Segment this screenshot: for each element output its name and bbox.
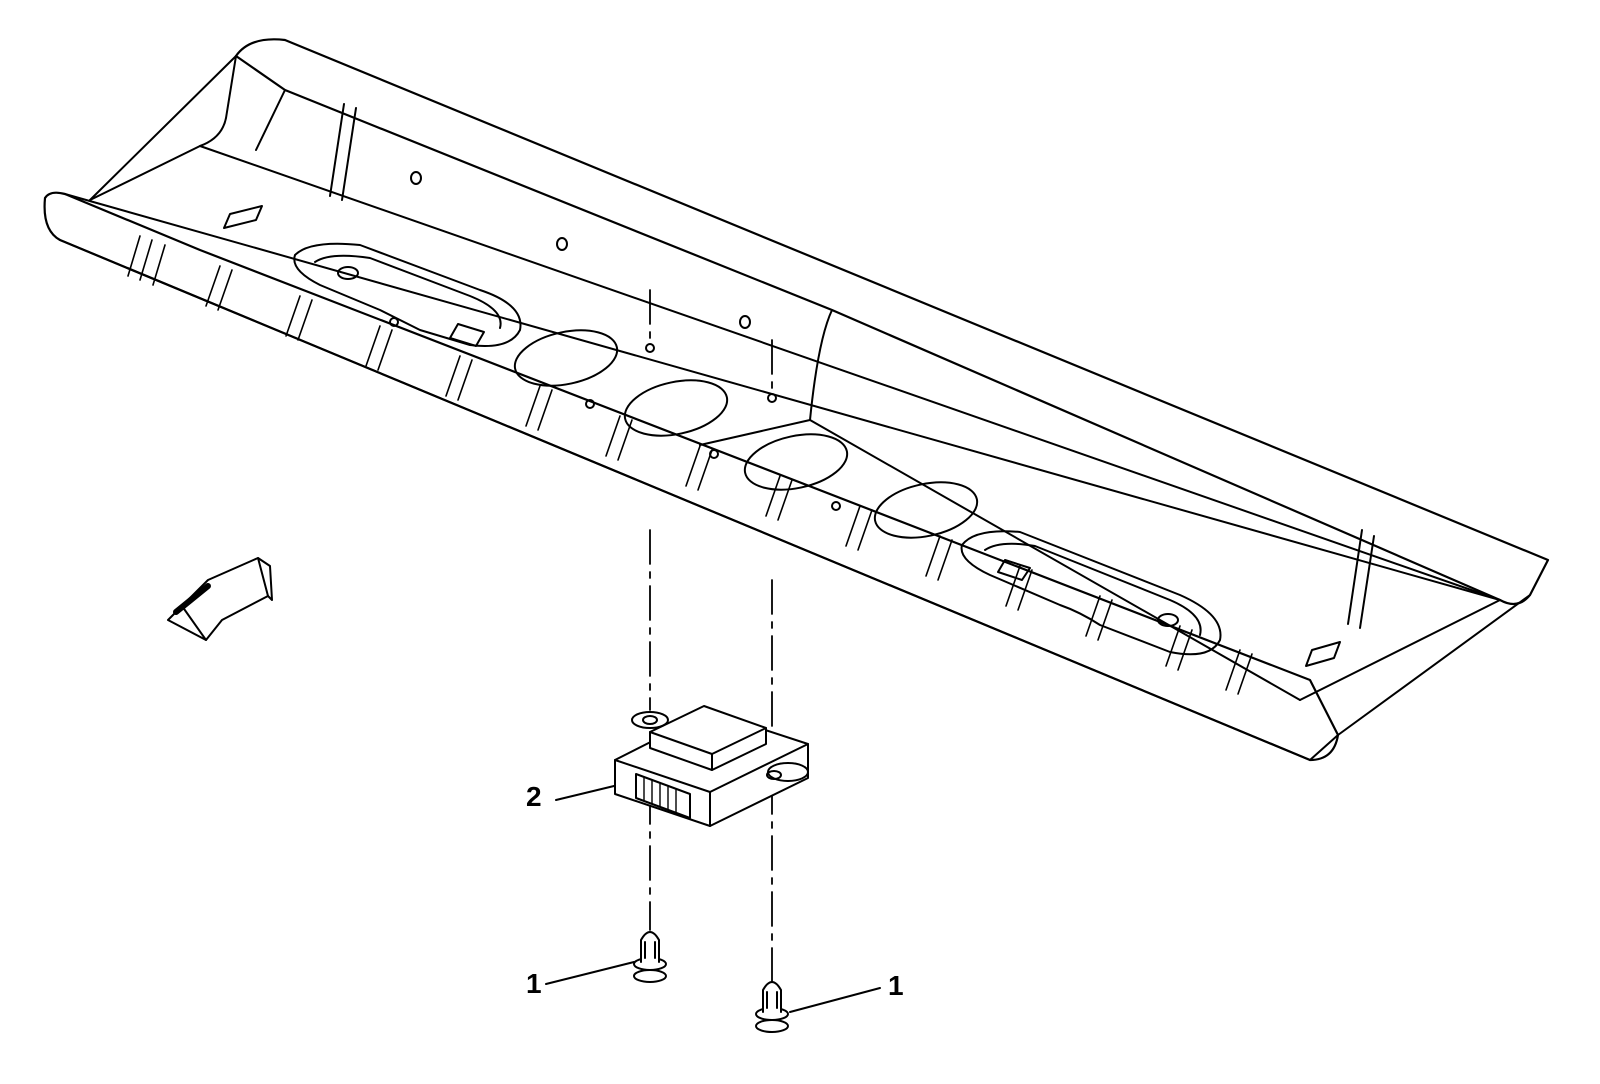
callout-1-right: 1 xyxy=(888,970,904,1001)
leader-lines xyxy=(545,785,881,1013)
alignment-centerlines xyxy=(649,289,773,991)
forward-direction-arrow-icon xyxy=(167,557,273,641)
push-pin-fastener-left xyxy=(633,931,667,983)
callout-1-left: 1 xyxy=(526,968,542,999)
push-pin-fastener-right xyxy=(755,981,789,1033)
floor-panel xyxy=(43,38,1550,762)
module-assembly xyxy=(614,705,809,827)
callout-2: 2 xyxy=(526,781,542,812)
